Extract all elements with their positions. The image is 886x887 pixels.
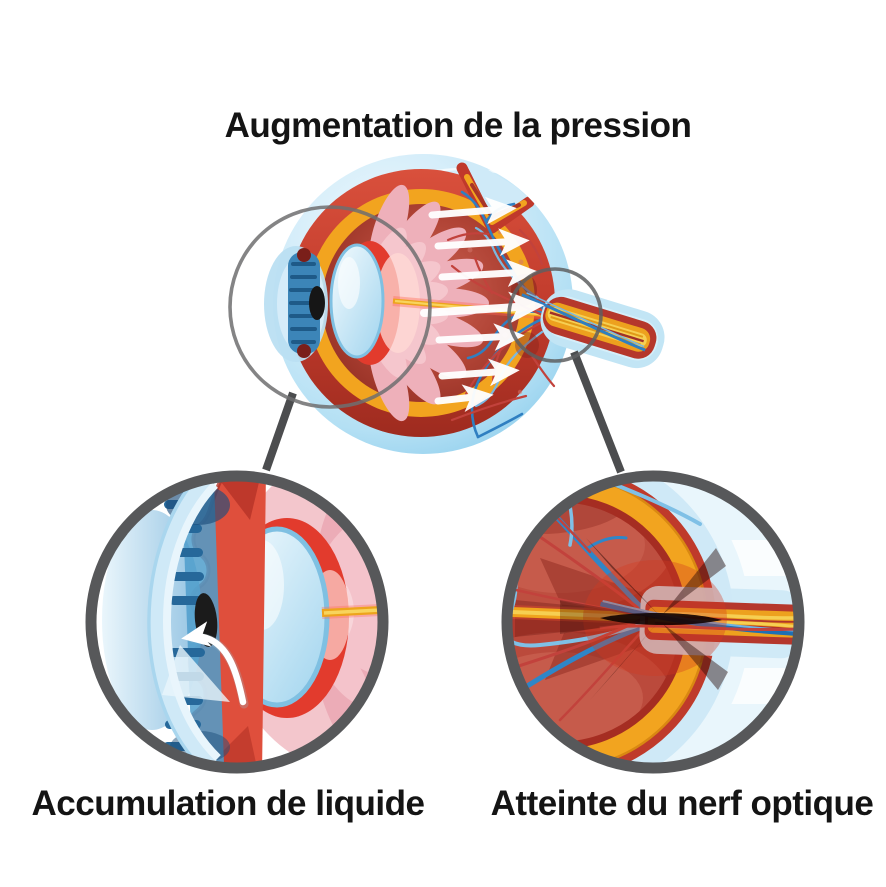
nerve-compression	[560, 538, 728, 700]
pupil	[309, 286, 325, 320]
zoom-optic-nerve	[599, 585, 794, 659]
lens-gloss	[338, 257, 360, 309]
eye-cross-section	[264, 154, 665, 454]
label-fluid-accumulation: Accumulation de liquide	[31, 784, 425, 823]
zoom-circle-border-left	[85, 470, 389, 774]
optic-nerve-damage-zoom	[501, 470, 805, 774]
lens	[329, 243, 385, 359]
zoom-circle-border-right	[501, 470, 805, 774]
pressure-arrows	[420, 196, 545, 412]
connector-line-left	[262, 391, 297, 472]
iris	[288, 248, 320, 358]
label-optic-nerve-damage: Atteinte du nerf optique	[490, 784, 874, 823]
magnifier-ring-anterior	[228, 205, 432, 409]
title-pressure-increase: Augmentation de la pression	[224, 106, 692, 145]
fluid-flow-arrow	[181, 621, 249, 709]
connector-line-right	[570, 350, 625, 474]
zoom-cornea	[147, 481, 221, 763]
magnifier-ring-nerve	[507, 267, 603, 363]
fluid-accumulation-zoom	[85, 470, 389, 774]
pressure-notch	[466, 161, 531, 230]
